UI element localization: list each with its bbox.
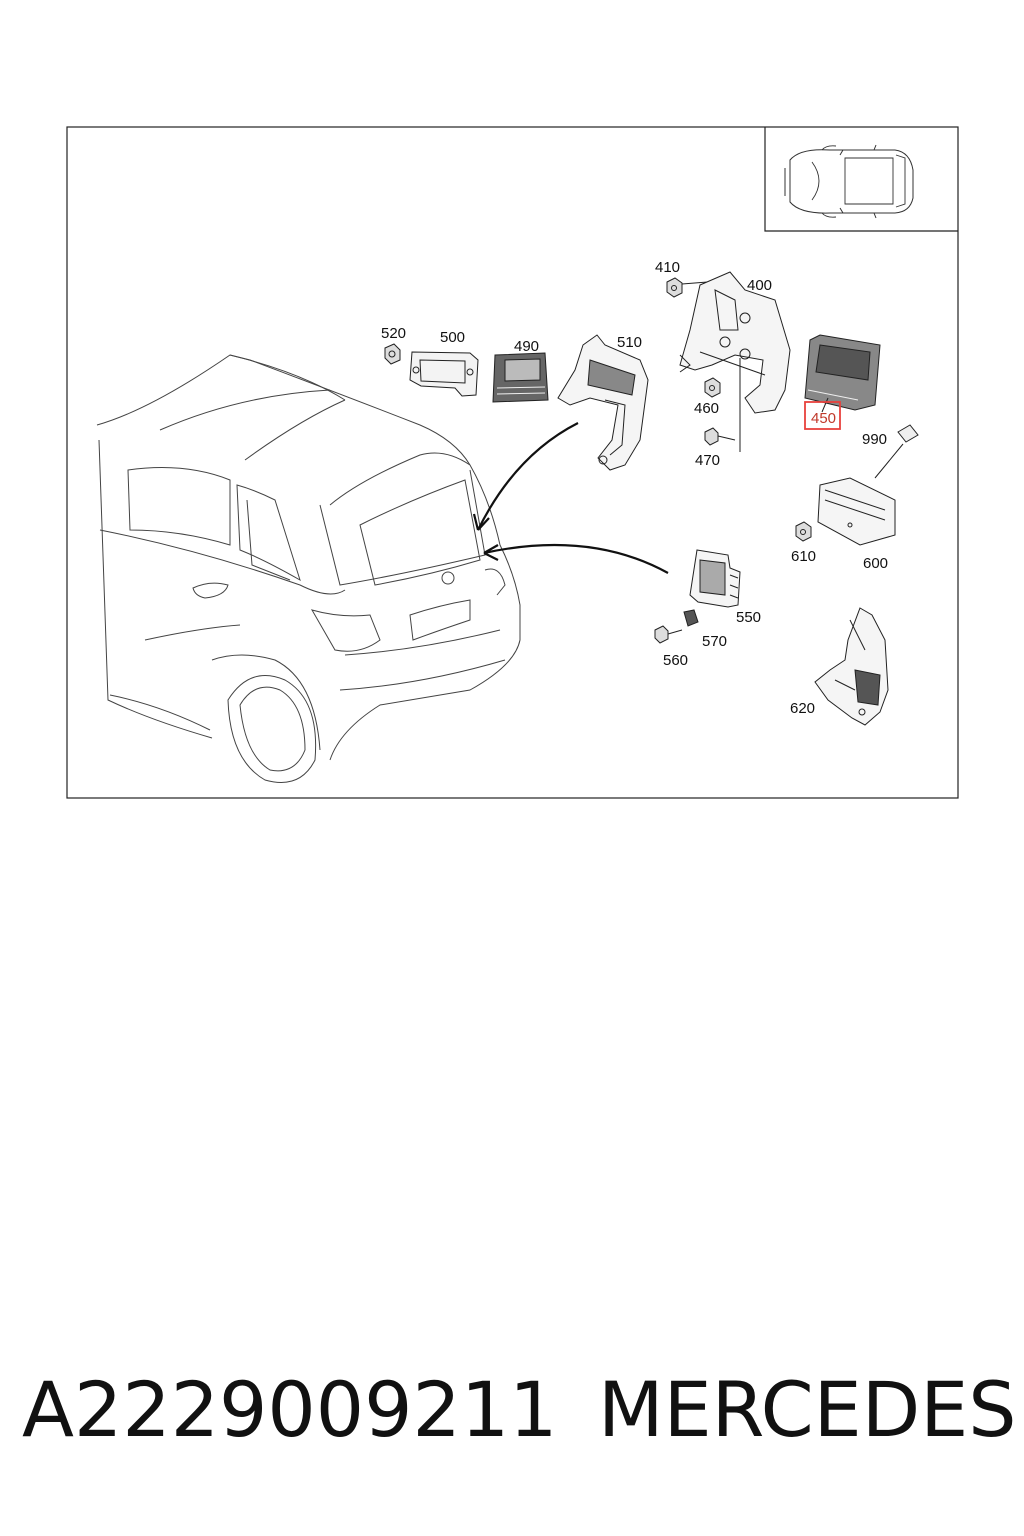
callout-510[interactable]: 510 bbox=[617, 334, 642, 351]
callout-490[interactable]: 490 bbox=[514, 338, 539, 355]
part-610-nut-drawing bbox=[795, 521, 812, 542]
vehicle-rear-drawing bbox=[96, 354, 521, 783]
diagram-frame bbox=[66, 126, 959, 799]
callout-450[interactable]: 450 bbox=[811, 410, 836, 427]
part-450-module-drawing bbox=[804, 334, 881, 413]
part-620-bracket-drawing bbox=[814, 607, 889, 726]
callout-560[interactable]: 560 bbox=[663, 652, 688, 669]
part-500-frame-drawing bbox=[409, 351, 479, 397]
inset-vehicle-view bbox=[764, 127, 958, 232]
callout-500[interactable]: 500 bbox=[440, 329, 465, 346]
part-520-nut-drawing bbox=[384, 343, 401, 365]
callout-600[interactable]: 600 bbox=[863, 555, 888, 572]
callout-610[interactable]: 610 bbox=[791, 548, 816, 565]
part-490-module-drawing bbox=[492, 352, 549, 403]
part-550-module-drawing bbox=[689, 549, 741, 608]
callout-620[interactable]: 620 bbox=[790, 700, 815, 717]
part-460-nut-drawing bbox=[704, 377, 721, 398]
highlight-box-450 bbox=[804, 401, 841, 430]
callout-410[interactable]: 410 bbox=[655, 259, 680, 276]
callout-400[interactable]: 400 bbox=[747, 277, 772, 294]
callout-550[interactable]: 550 bbox=[736, 609, 761, 626]
callout-460[interactable]: 460 bbox=[694, 400, 719, 417]
callout-520[interactable]: 520 bbox=[381, 325, 406, 342]
part-470-bolt-drawing bbox=[704, 358, 741, 452]
part-990-connector-drawing bbox=[874, 424, 919, 479]
brand-label: MERCEDES bbox=[598, 1365, 1017, 1454]
part-570-clip-drawing bbox=[683, 609, 699, 627]
part-510-bracket-drawing bbox=[557, 334, 649, 471]
callout-470[interactable]: 470 bbox=[695, 452, 720, 469]
part-number-label: A2229009211 bbox=[22, 1365, 558, 1454]
callout-570[interactable]: 570 bbox=[702, 633, 727, 650]
callout-arrows bbox=[472, 422, 669, 574]
part-400-bracket-drawing bbox=[679, 271, 791, 414]
part-600-module-drawing bbox=[817, 477, 896, 546]
part-560-bolt-drawing bbox=[654, 625, 683, 644]
callout-990[interactable]: 990 bbox=[862, 431, 887, 448]
part-drawings bbox=[384, 271, 919, 726]
